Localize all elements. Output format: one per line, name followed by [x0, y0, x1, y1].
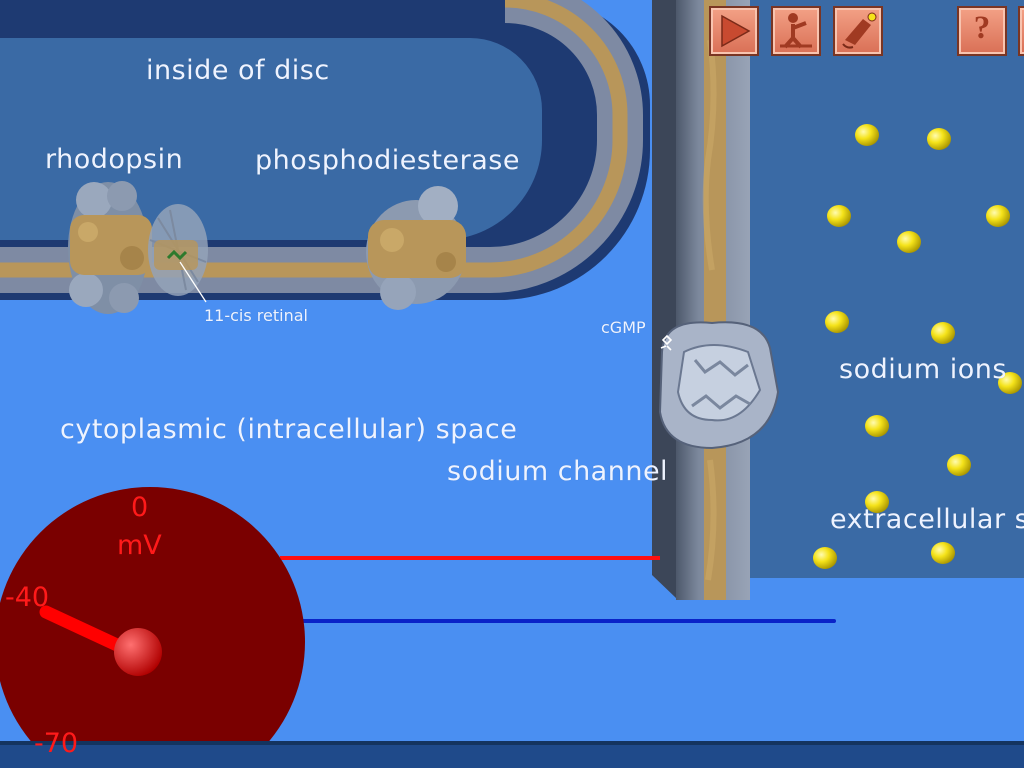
inside-disc-label: inside of disc [146, 55, 330, 86]
rhodopsin-protein [68, 181, 208, 314]
guide-figure-icon [780, 13, 812, 49]
sodium-ion [947, 454, 971, 476]
play-button[interactable] [709, 6, 759, 56]
sodium-ion [855, 124, 879, 146]
phosphodiesterase-protein [366, 186, 466, 310]
sodium-ion [865, 491, 889, 513]
sodium-ion [998, 372, 1022, 394]
plasma-membrane [652, 0, 750, 600]
sodium-ion [825, 311, 849, 333]
sodium-ion [986, 205, 1010, 227]
bottom-status-bar [0, 741, 1024, 768]
sodium-ion [865, 415, 889, 437]
voltmeter-tick-zero: 0 [131, 492, 149, 523]
sodium-ion [931, 542, 955, 564]
sodium-ions [813, 124, 1022, 569]
voltmeter-unit: mV [117, 530, 162, 561]
guide-button[interactable] [771, 6, 821, 56]
rhodopsin-label: rhodopsin [45, 144, 184, 175]
sodium-channel [658, 321, 780, 450]
voltmeter-gauge [0, 487, 305, 768]
voltmeter-knob [114, 628, 162, 676]
sodium-ions-label: sodium ions [839, 354, 1007, 385]
extracellular-region [700, 0, 1024, 578]
help-icon: ? [973, 10, 991, 46]
ion-gun-icon [842, 12, 877, 49]
extracellular-space-label: extracellular s [830, 504, 1024, 535]
cgmp-molecule [660, 334, 673, 351]
retinal-molecule [166, 249, 188, 261]
sodium-channel-label: sodium channel [447, 456, 669, 487]
sodium-ion [931, 322, 955, 344]
retinal-label: 11-cis retinal [204, 306, 308, 325]
sodium-ion [813, 547, 837, 569]
play-icon [721, 14, 751, 48]
phosphodiesterase-label: phosphodiesterase [255, 145, 520, 176]
cytoplasmic-space-label: cytoplasmic (intracellular) space [60, 414, 518, 445]
ion-tool-button[interactable] [833, 6, 883, 56]
cgmp-label: cGMP [601, 318, 646, 337]
voltmeter-tick-minus40: -40 [5, 582, 50, 613]
voltmeter-tick-minus70: -70 [34, 728, 79, 759]
sodium-ion [927, 128, 951, 150]
sodium-ion [827, 205, 851, 227]
help-button[interactable]: ? [957, 6, 1007, 56]
menu-button-partial[interactable] [1018, 6, 1024, 56]
sodium-ion [897, 231, 921, 253]
